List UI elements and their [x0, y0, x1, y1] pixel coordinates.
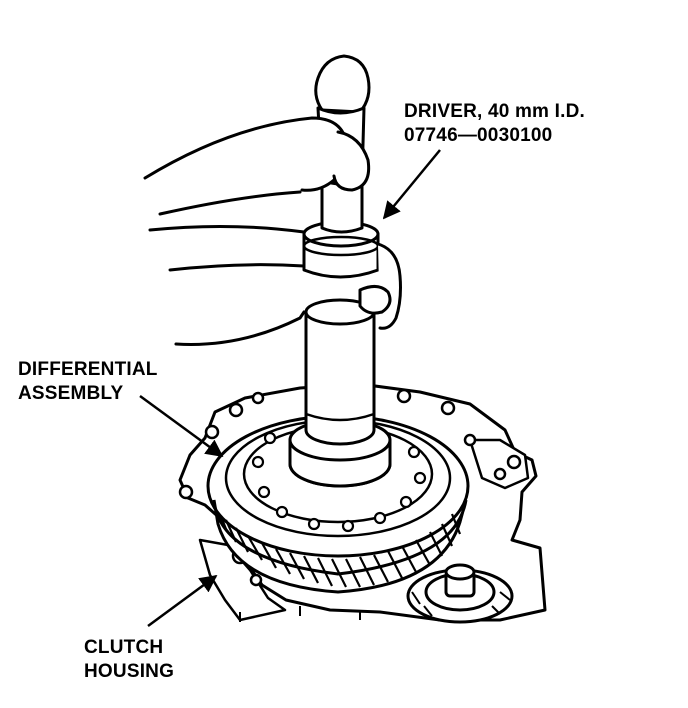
clutch-label-line2: HOUSING	[84, 661, 175, 682]
clutch-label: CLUTCH HOUSING	[84, 636, 174, 684]
callout-arrows	[139, 149, 441, 628]
countershaft	[406, 563, 514, 624]
clutch-callout-arrow	[147, 574, 218, 628]
driver-label-name: DRIVER, 40 mm I.D.	[404, 101, 585, 122]
clutch-label-line1: CLUTCH	[84, 637, 164, 658]
differential-label-line2: ASSEMBLY	[18, 383, 124, 404]
differential-label-line1: DIFFERENTIAL	[18, 359, 158, 380]
driver-label: DRIVER, 40 mm I.D. 07746—0030100	[404, 100, 585, 148]
differential-callout-arrow	[139, 394, 224, 458]
differential-label: DIFFERENTIAL ASSEMBLY	[18, 358, 158, 406]
driver-label-part-number: 07746—0030100	[404, 125, 553, 146]
driver-callout-arrow	[382, 149, 441, 220]
hand	[143, 116, 402, 346]
